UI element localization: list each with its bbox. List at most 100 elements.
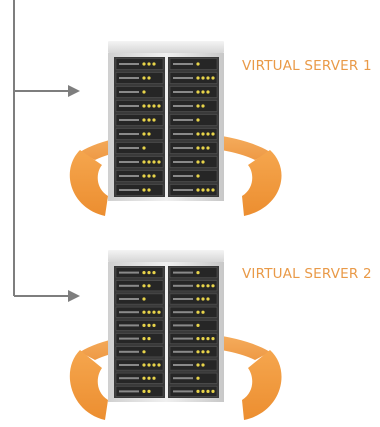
status-led xyxy=(147,76,151,80)
status-led xyxy=(142,271,146,275)
status-led xyxy=(196,160,200,164)
status-led xyxy=(206,132,210,136)
server-bay xyxy=(115,372,164,384)
status-led xyxy=(201,310,205,314)
status-led xyxy=(142,104,146,108)
status-led xyxy=(201,76,205,80)
status-led xyxy=(201,350,205,354)
server-label-1: VIRTUAL SERVER 1 xyxy=(242,58,372,74)
virtual-server-2 xyxy=(69,250,282,420)
status-led xyxy=(152,376,156,380)
orange-ring-icon xyxy=(69,150,282,216)
status-led xyxy=(196,62,200,66)
status-led xyxy=(196,118,200,122)
status-led xyxy=(142,389,146,393)
status-led xyxy=(147,104,151,108)
server-bay xyxy=(115,156,164,168)
status-led xyxy=(147,188,151,192)
status-led xyxy=(196,76,200,80)
server-bay xyxy=(169,58,218,70)
status-led xyxy=(201,160,205,164)
server-bay xyxy=(169,267,218,278)
status-led xyxy=(206,146,210,150)
server-bay xyxy=(115,58,164,70)
status-led xyxy=(201,188,205,192)
status-led xyxy=(152,174,156,178)
status-led xyxy=(147,160,151,164)
server-bay xyxy=(169,86,218,98)
server-bay xyxy=(169,184,218,196)
server-bay xyxy=(169,359,218,371)
server-rack-icon xyxy=(108,41,224,201)
status-led xyxy=(206,90,210,94)
status-led xyxy=(157,363,161,367)
server-bay xyxy=(169,170,218,182)
status-led xyxy=(152,310,156,314)
status-led xyxy=(147,310,151,314)
status-led xyxy=(152,323,156,327)
status-led xyxy=(196,188,200,192)
arrow-right-icon xyxy=(14,290,80,302)
arrow-right-icon xyxy=(14,85,80,97)
status-led xyxy=(201,90,205,94)
server-bay xyxy=(169,372,218,384)
status-led xyxy=(142,376,146,380)
server-bay xyxy=(115,306,164,318)
server-bay xyxy=(115,267,164,278)
status-led xyxy=(142,62,146,66)
server-bay xyxy=(169,280,218,292)
server-bay xyxy=(169,142,218,154)
server-bay xyxy=(169,72,218,84)
status-led xyxy=(152,160,156,164)
status-led xyxy=(211,188,215,192)
status-led xyxy=(196,337,200,341)
status-led xyxy=(206,297,210,301)
status-led xyxy=(157,310,161,314)
status-led xyxy=(196,350,200,354)
server-bay xyxy=(115,333,164,344)
status-led xyxy=(147,323,151,327)
server-bay xyxy=(115,86,164,98)
status-led xyxy=(157,104,161,108)
status-led xyxy=(196,104,200,108)
virtual-server-1 xyxy=(69,41,282,216)
server-bay xyxy=(169,114,218,126)
status-led xyxy=(201,389,205,393)
server-bay xyxy=(115,359,164,371)
status-led xyxy=(206,337,210,341)
server-bay xyxy=(169,333,218,344)
server-bay xyxy=(169,156,218,168)
status-led xyxy=(206,188,210,192)
status-led xyxy=(147,62,151,66)
status-led xyxy=(142,284,146,288)
status-led xyxy=(201,132,205,136)
server-bay xyxy=(169,386,218,397)
status-led xyxy=(196,132,200,136)
server-bay xyxy=(169,320,218,331)
status-led xyxy=(142,337,146,341)
status-led xyxy=(201,297,205,301)
status-led xyxy=(142,118,146,122)
server-bay xyxy=(115,346,164,358)
status-led xyxy=(142,160,146,164)
status-led xyxy=(157,160,161,164)
status-led xyxy=(152,62,156,66)
status-led xyxy=(152,118,156,122)
orange-ring-icon xyxy=(69,350,282,420)
status-led xyxy=(201,104,205,108)
status-led xyxy=(201,284,205,288)
status-led xyxy=(206,350,210,354)
status-led xyxy=(206,284,210,288)
status-led xyxy=(147,376,151,380)
status-led xyxy=(147,389,151,393)
server-bay xyxy=(115,170,164,182)
server-bay xyxy=(169,100,218,112)
status-led xyxy=(142,323,146,327)
status-led xyxy=(196,310,200,314)
server-bay xyxy=(115,142,164,154)
status-led xyxy=(196,389,200,393)
status-led xyxy=(211,76,215,80)
status-led xyxy=(201,363,205,367)
status-led xyxy=(206,389,210,393)
